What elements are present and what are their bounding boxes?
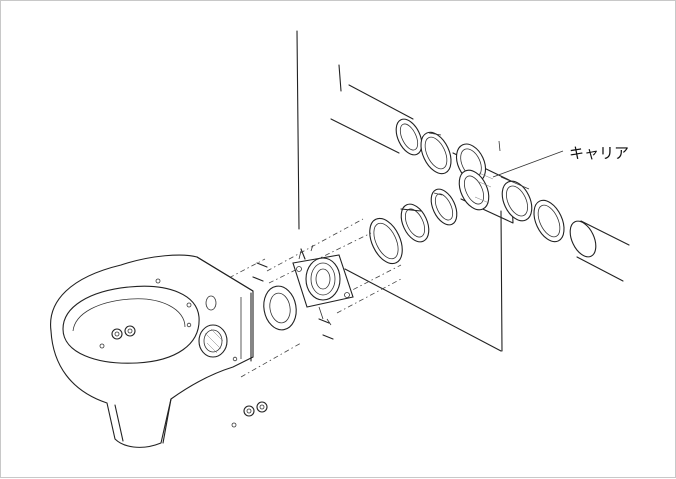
bolts (252, 262, 334, 340)
carrier-callout-label: キャリア (569, 144, 630, 162)
toilet-bowl (50, 254, 254, 448)
lower-washers (231, 401, 268, 428)
pipe-clamp-upper (420, 131, 452, 175)
bowl-washers (99, 325, 136, 349)
carrier-fitting (452, 143, 533, 224)
right-pipe (569, 220, 630, 282)
flange-adaptor (292, 244, 354, 326)
upper-pipe (330, 84, 423, 156)
flat-gasket (263, 285, 297, 331)
callout-leader-line (492, 150, 564, 178)
wall-panel (296, 30, 503, 352)
gasket-rings (369, 188, 458, 265)
pipe-clamp-right (533, 199, 565, 243)
